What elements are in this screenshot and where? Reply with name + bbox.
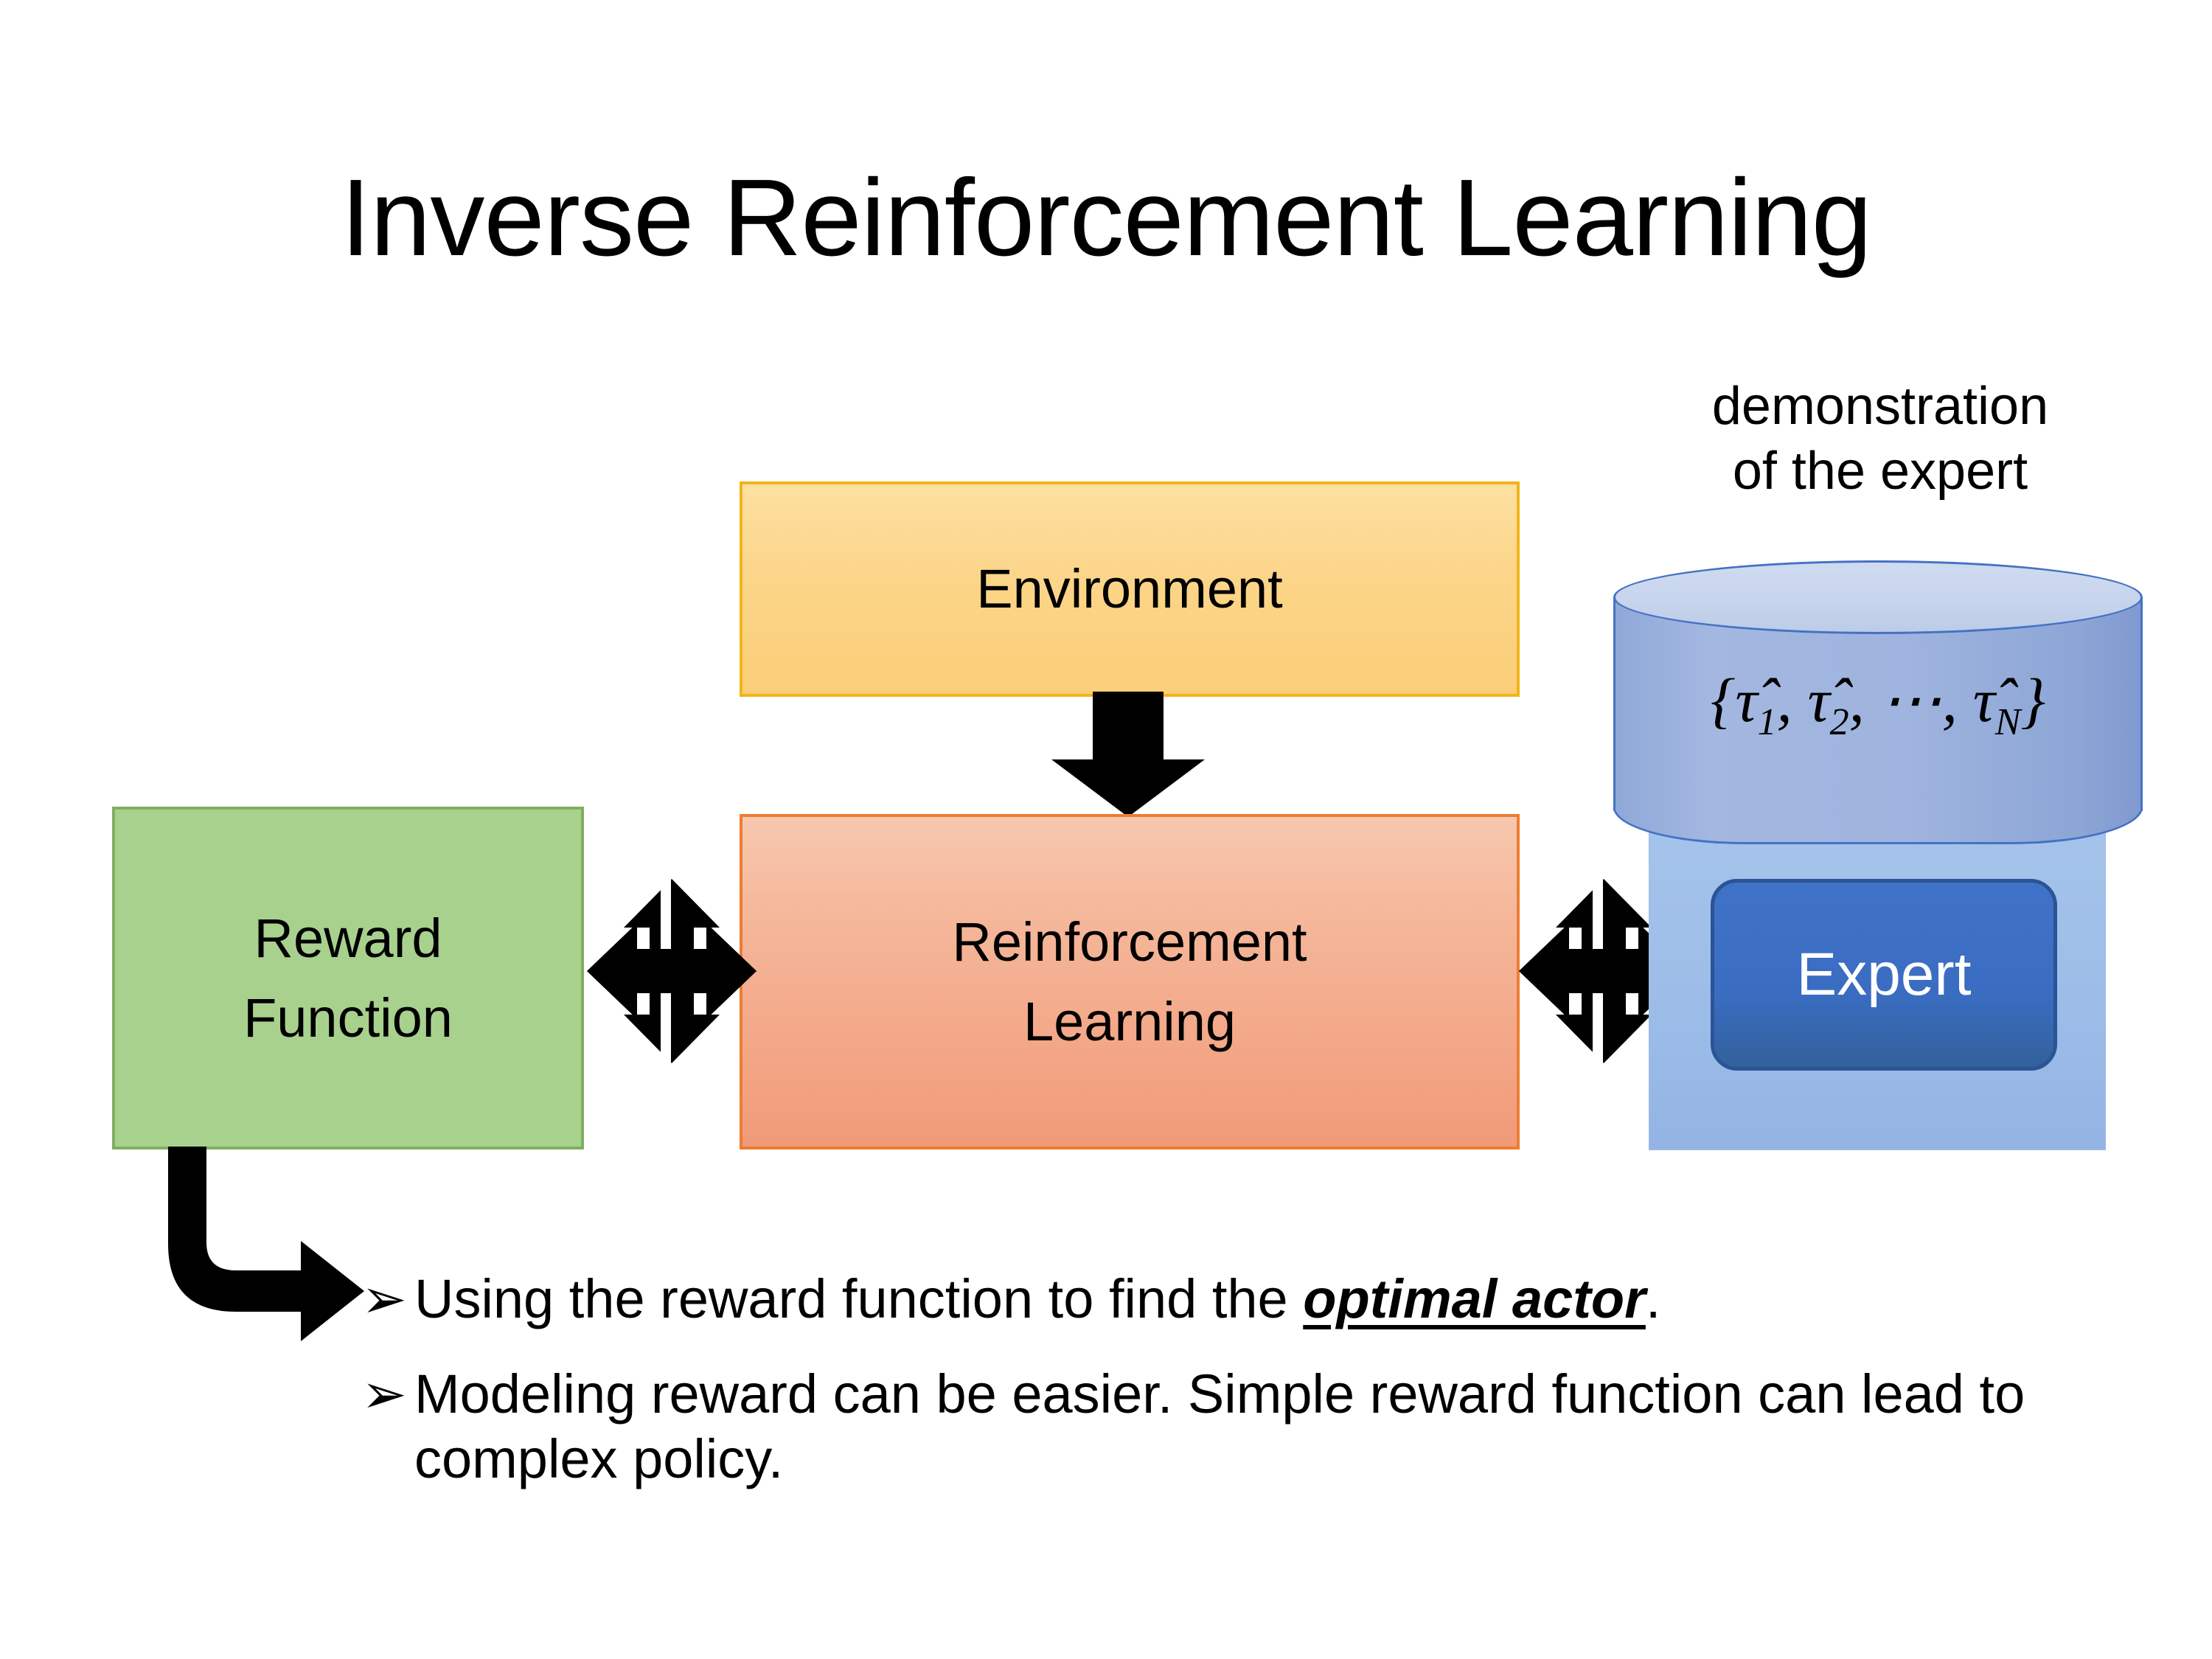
reward-function-label-line2: Function [243, 987, 453, 1048]
demonstration-caption: demonstration of the expert [1607, 375, 2153, 504]
bullet-arrow-icon: ➢ [361, 1268, 408, 1329]
cylinder-top-ellipse [1613, 560, 2143, 634]
formula-open-brace: { [1710, 667, 1736, 735]
bullet-list: ➢ Using the reward function to find the … [361, 1267, 2131, 1522]
list-item: ➢ Modeling reward can be easier. Simple … [361, 1362, 2131, 1491]
reward-to-bullet-elbow-arrow-icon [168, 1147, 389, 1346]
rl-to-expert-bidirectional-arrow-icon [1519, 879, 1688, 1063]
formula-tau1: τ̂ [1735, 667, 1758, 735]
env-to-rl-down-arrow-icon [1047, 692, 1209, 817]
reward-to-rl-bidirectional-arrow-icon [587, 879, 757, 1063]
formula-tau2: τ̂ [1807, 667, 1830, 735]
trajectory-cylinder-icon: {τ̂1, τ̂2, ⋯, τ̂N} [1613, 560, 2143, 844]
reinforcement-learning-box[interactable]: Reinforcement Learning [740, 814, 1520, 1150]
bullet-text-2: Modeling reward can be easier. Simple re… [414, 1362, 2131, 1491]
bullet-1-prefix: Using the reward function to find the [414, 1268, 1304, 1329]
demonstration-caption-line2: of the expert [1732, 441, 2028, 501]
bullet-1-suffix: . [1645, 1268, 1661, 1329]
formula-sub1: 1 [1757, 700, 1777, 743]
page-title: Inverse Reinforcement Learning [340, 157, 1872, 279]
expert-box-label: Expert [1796, 941, 1972, 1008]
trajectory-set-formula: {τ̂1, τ̂2, ⋯, τ̂N} [1613, 664, 2143, 744]
reward-function-label-line1: Reward [254, 908, 442, 970]
formula-subN: N [1994, 700, 2021, 743]
formula-comma3: , [1941, 667, 1973, 735]
bullet-text-1: Using the reward function to find the op… [414, 1267, 2131, 1331]
formula-sub2: 2 [1829, 700, 1849, 743]
reinforcement-learning-label-line1: Reinforcement [952, 911, 1307, 973]
environment-box-label: Environment [976, 558, 1283, 619]
bullet-arrow-icon: ➢ [361, 1363, 408, 1425]
bullet-2-prefix: Modeling reward can be easier. Simple re… [414, 1363, 2025, 1489]
formula-ellipsis: ⋯ [1879, 667, 1942, 735]
formula-comma1: , [1776, 667, 1808, 735]
expert-box[interactable]: Expert [1711, 879, 2057, 1071]
reinforcement-learning-label-line2: Learning [1023, 990, 1236, 1052]
formula-tauN: τ̂ [1972, 667, 1995, 735]
formula-close-brace: } [2020, 667, 2046, 735]
formula-comma2: , [1848, 667, 1880, 735]
reward-function-box[interactable]: Reward Function [112, 807, 584, 1150]
environment-box[interactable]: Environment [740, 481, 1520, 697]
demonstration-caption-line1: demonstration [1711, 377, 2049, 436]
bullet-1-emphasis: optimal actor [1303, 1268, 1646, 1329]
list-item: ➢ Using the reward function to find the … [361, 1267, 2131, 1331]
